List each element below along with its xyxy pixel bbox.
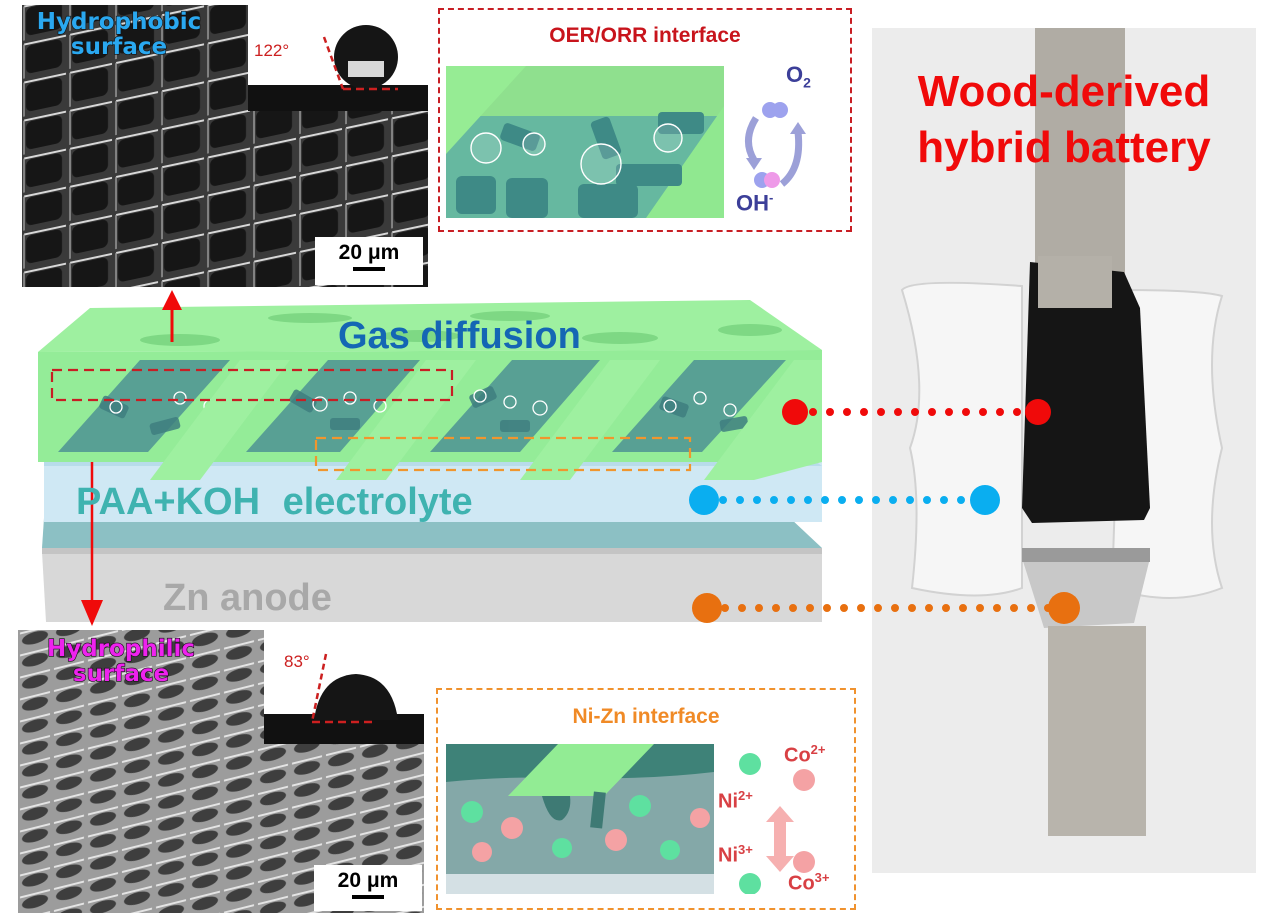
scale-bar-label: 20 μm [337,869,399,892]
sem-image-hydrophobic: Hydrophobic surface 122° 20 μm [22,5,428,287]
battery-photo-drawing [872,28,1256,873]
ni2-label: Ni2+ [718,788,753,814]
contact-angle-inset-hydrophobic: 122° [248,5,428,111]
oh-base: OH [736,190,769,216]
battery-layer-schematic [38,290,822,626]
sem-image-hydrophilic: Hydrophilic surface 83° 20 μm [18,630,424,913]
scale-bar-line [352,895,384,899]
connector-gas-diffusion [782,399,1051,425]
scale-bar: 20 μm [314,865,422,911]
co2-label: Co2+ [784,742,826,768]
battery-photo: Wood-derived hybrid battery [872,28,1256,873]
photo-title: Wood-derived hybrid battery [872,64,1256,176]
oer-orr-interface-box: OER/ORR interface O [438,8,852,232]
connector-electrolyte [689,485,1000,515]
contact-angle-inset-hydrophilic: 83° [264,630,424,744]
layer-label-gas-diffusion: Gas diffusion [338,315,581,357]
ni2-charge: 2+ [738,788,753,803]
ni2-base: Ni [718,790,738,813]
ion-redox-icon [739,753,815,894]
ni3-label: Ni3+ [718,842,753,868]
zn-anode-layer [42,552,822,622]
scale-bar-line [353,267,385,271]
o2-subscript: 2 [803,74,811,91]
arrow-up-icon [162,290,182,342]
co3-label: Co3+ [788,870,830,896]
contact-angle-value: 122° [254,41,290,60]
o2-base: O [786,62,804,87]
electrolyte-lower-layer [42,518,822,548]
hydrophobic-label: Hydrophobic surface [30,9,208,60]
ni3-charge: 3+ [738,842,753,857]
connector-zn-anode [692,592,1080,624]
hydrophilic-label-line1: Hydrophilic [46,636,195,662]
o2-label: O2 [786,62,811,90]
oxygen-cycle-icon [745,102,806,188]
oh-label: OH- [736,190,773,216]
co2-charge: 2+ [810,742,826,757]
droplet-icon [264,653,424,744]
oh-superscript: - [769,190,774,205]
oer-orr-interface-title: OER/ORR interface [549,24,741,47]
photo-title-line2: hybrid battery [917,123,1211,172]
contact-angle-value: 83° [284,652,310,671]
hydrophilic-label: Hydrophilic surface [26,636,216,687]
layer-label-electrolyte: PAA+KOH electrolyte [76,481,473,523]
ni-zn-interface-box: Ni-Zn interface Co2+ Ni2+ Ni3+ [436,688,856,910]
photo-title-line1: Wood-derived [917,67,1211,116]
layer-label-zn-anode: Zn anode [163,577,332,619]
co3-charge: 3+ [814,870,830,885]
oer-orr-render [446,66,724,218]
hydrophilic-label-line2: surface [72,661,170,687]
ni-zn-render [446,744,714,894]
ni3-base: Ni [718,844,738,867]
droplet-icon [248,25,428,111]
hydrophobic-label-line1: Hydrophobic [36,9,202,35]
ni-zn-interface-title: Ni-Zn interface [572,705,720,728]
arrow-down-icon [81,462,103,626]
co2-base: Co [784,744,811,767]
hydrophobic-label-line2: surface [70,34,168,60]
co3-base: Co [788,872,815,895]
ni-zn-region-marker [314,436,692,472]
scale-bar: 20 μm [315,237,423,285]
oer-orr-region-marker [50,368,454,402]
electrolyte-layer [44,456,822,522]
scale-bar-label: 20 μm [338,241,400,264]
